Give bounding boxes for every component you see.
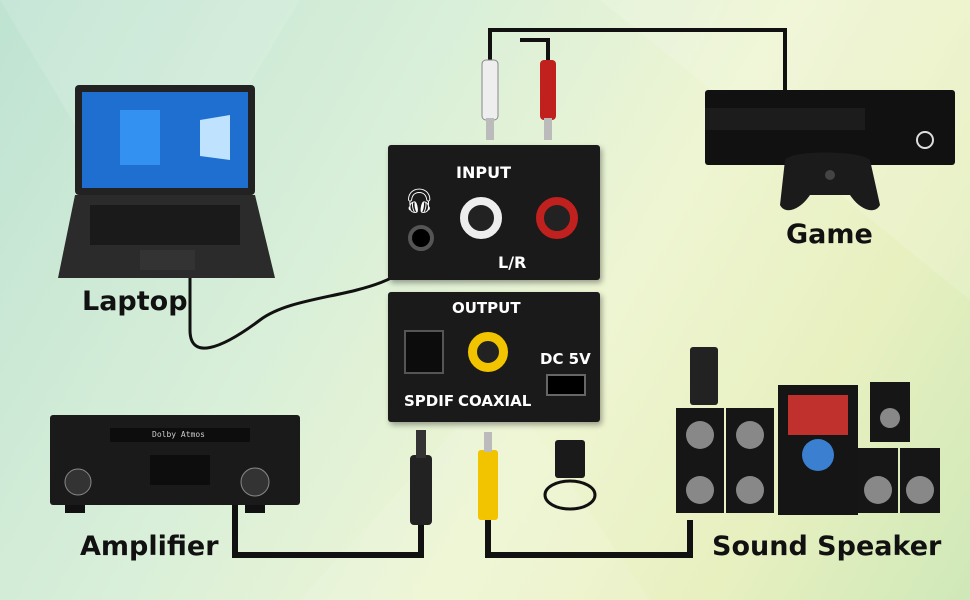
amplifier-image (50, 415, 300, 513)
spdif-label: SPDIF (404, 392, 455, 410)
headphone-icon: 🎧︎ (404, 187, 435, 215)
laptop-label: Laptop (82, 286, 188, 317)
game-label: Game (786, 219, 873, 250)
coax-plug (478, 432, 498, 520)
input-title: INPUT (456, 163, 511, 182)
rca-white-plug (481, 59, 499, 140)
coaxial-label: COAXIAL (458, 392, 532, 410)
dc-label: DC 5V (540, 350, 591, 368)
coax-cable (485, 520, 693, 558)
aux-jack (408, 225, 434, 251)
game-console-image (705, 90, 955, 211)
aux-cable (188, 254, 420, 350)
coaxial-jack (468, 332, 508, 372)
amplifier-label: Amplifier (80, 531, 219, 562)
power-adapter (543, 440, 597, 511)
lr-label: L/R (498, 253, 527, 272)
dc-port (546, 374, 586, 396)
sound-speaker-image (676, 347, 940, 515)
amplifier-display-text: Dolby Atmos (152, 430, 205, 439)
output-panel: OUTPUT DC 5V SPDIF COAXIAL (388, 292, 600, 422)
input-panel: INPUT 🎧︎ L/R (388, 145, 600, 280)
rca-red-jack (536, 197, 578, 239)
spdif-port (404, 330, 444, 374)
sound-speaker-label: Sound Speaker (712, 531, 942, 562)
output-title: OUTPUT (452, 299, 521, 317)
laptop-image (58, 85, 275, 278)
rca-white-jack (460, 197, 502, 239)
optical-cable (232, 505, 424, 558)
rca-red-plug (540, 60, 556, 140)
optical-plug (410, 430, 432, 525)
rca-cable (488, 28, 787, 110)
